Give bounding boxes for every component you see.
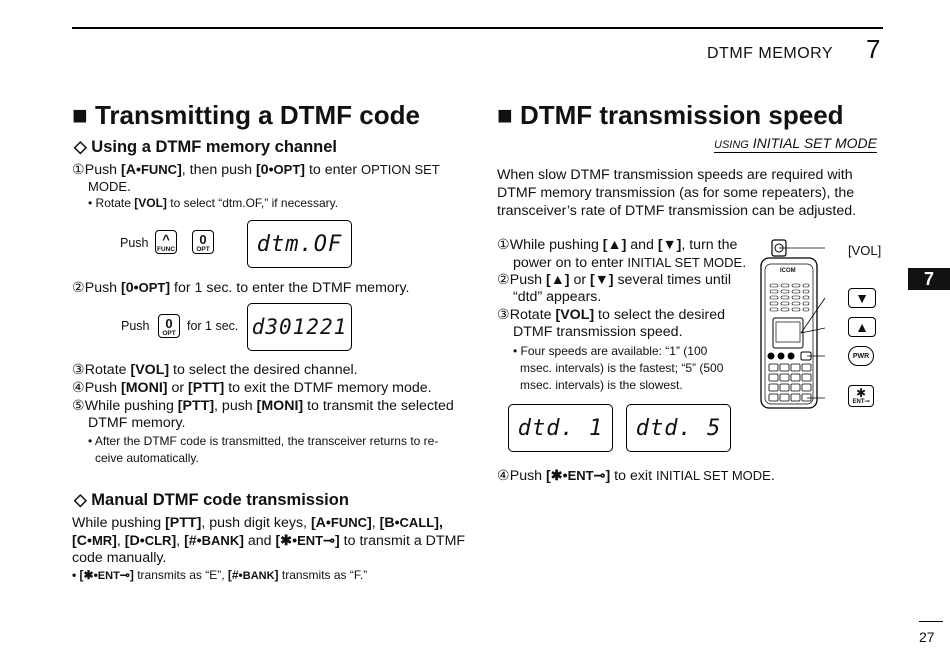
up-arrow-icon: ▲ (855, 319, 869, 335)
fig2-for-label: for 1 sec. (187, 319, 239, 333)
left-note-2-line2: ceive automatically. (95, 451, 199, 465)
up-button[interactable]: ▲ (848, 317, 876, 337)
using-initial-set-mode: USING INITIAL SET MODE (714, 135, 877, 153)
down-arrow-icon: ▼ (855, 290, 869, 306)
section-title-speed: ■ DTMF transmission speed (497, 100, 844, 130)
footer-rule (919, 621, 943, 622)
right-step-4: ④Push [✱•ENT⊸] to exit INITIAL SET MODE. (497, 468, 775, 484)
intro-line-2: DTMF memory transmission (as for some re… (497, 185, 855, 201)
header-rule (72, 27, 883, 29)
speed-note-3: msec. intervals) is the slowest. (520, 378, 683, 392)
intro-line-3: transceiver’s rate of DTMF transmission … (497, 203, 857, 219)
left-step-2: ②Push [0•OPT] for 1 sec. to enter the DT… (72, 280, 410, 296)
transceiver-illustration (760, 239, 825, 409)
subsection-title-memory-channel: ◇ Using a DTMF memory channel (74, 138, 337, 156)
right-step-1: ①While pushing [▲] and [▼], turn the (497, 237, 738, 253)
left-step-1-line2: MODE. (88, 179, 131, 195)
subsection-title-manual: ◇ Manual DTMF code transmission (74, 491, 349, 509)
manual-line-3: code manually. (72, 550, 167, 566)
manual-line-1: While pushing [PTT], push digit keys, [A… (72, 515, 443, 531)
up-arrow-icon: ^ (162, 232, 170, 247)
left-step-4: ④Push [MONI] or [PTT] to exit the DTMF m… (72, 380, 432, 396)
down-button[interactable]: ▼ (848, 288, 876, 308)
opt-key-hold[interactable]: 0 OPT (158, 314, 180, 338)
left-note-2-line1: • After the DTMF code is transmitted, th… (88, 434, 439, 448)
lcd-dtmf-memory: d301221 (247, 303, 352, 351)
intro-line-1: When slow DTMF transmission speeds are r… (497, 167, 853, 183)
opt-key[interactable]: 0 OPT (192, 230, 214, 254)
left-step-5: ⑤While pushing [PTT], push [MONI] to tra… (72, 398, 454, 414)
right-step-1-line2: power on to enter INITIAL SET MODE. (513, 255, 747, 271)
manual-note: • [✱•ENT⊸] transmits as “E”, [#•BANK] tr… (72, 568, 368, 582)
speed-note-2: msec. intervals) is the fastest; “5” (50… (520, 361, 724, 375)
ent-button[interactable]: ✱ ENT⊸ (848, 385, 874, 407)
right-step-3-line2: DTMF transmission speed. (513, 324, 683, 340)
func-key[interactable]: ^ FUNC (155, 230, 177, 254)
right-step-2: ②Push [▲] or [▼] several times until (497, 272, 731, 288)
pwr-button[interactable]: PWR (848, 346, 874, 366)
chapter-tab-label: 7 (923, 269, 934, 289)
icom-brand: ICOM (780, 268, 796, 274)
chapter-number: 7 (866, 34, 881, 64)
header-title: DTMF MEMORY (707, 45, 834, 62)
lcd-dtd-5: dtd. 5 (626, 404, 731, 452)
lcd-dtd-1: dtd. 1 (508, 404, 613, 452)
left-step-5-line2: DTMF memory. (88, 415, 186, 431)
asterisk-icon: ✱ (855, 386, 867, 400)
speed-note-1: • Four speeds are available: “1” (100 (513, 344, 708, 358)
lcd-dtm-of: dtm.OF (247, 220, 352, 268)
fig1-push-label: Push (120, 236, 149, 250)
page-number: 27 (919, 629, 935, 645)
left-step-3: ③Rotate [VOL] to select the desired chan… (72, 362, 358, 378)
left-note-1: • Rotate [VOL] to select “dtm.OF,” if ne… (88, 196, 339, 210)
chapter-tab: 7 (908, 268, 950, 290)
vol-label: [VOL] (848, 243, 882, 258)
right-step-2-line2: “dtd” appears. (513, 289, 602, 305)
left-step-1: ①Push [A•FUNC], then push [0•OPT] to ent… (72, 162, 440, 178)
fig2-push-label: Push (121, 319, 150, 333)
manual-line-2: [C•MR], [D•CLR], [#•BANK] and [✱•ENT⊸] t… (72, 533, 466, 549)
section-title-transmitting: ■ Transmitting a DTMF code (72, 100, 420, 130)
right-step-3: ③Rotate [VOL] to select the desired (497, 307, 726, 323)
